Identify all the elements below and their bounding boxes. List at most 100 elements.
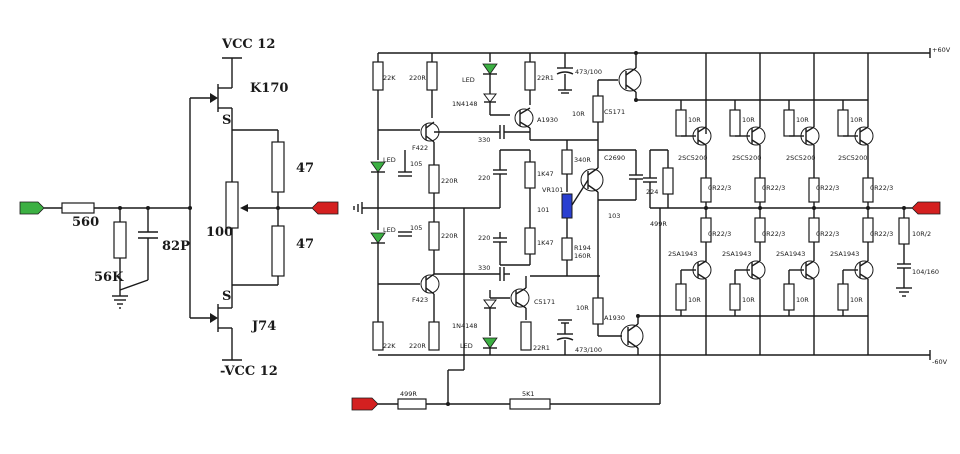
label-22r1-top: 22R1 <box>537 74 554 82</box>
label-base-npn-3: 10R <box>796 116 809 124</box>
label-a1930-top: A1930 <box>537 116 558 124</box>
label-f423: F423 <box>412 296 428 304</box>
label-s-bottom: S <box>222 289 231 304</box>
resistor-1k47-bottom <box>524 227 536 255</box>
label-499r-in: 499R <box>400 390 417 398</box>
label-vcc-bottom: -VCC 12 <box>220 364 278 379</box>
transistor-c5171-bottom <box>510 287 530 309</box>
label-zobel-c: 104/160 <box>912 268 939 276</box>
label-pnp-2: 2SA1943 <box>722 250 751 258</box>
label-499r-mid: 499R <box>650 220 667 228</box>
label-emit-bot-1: 0R22/3 <box>708 230 731 238</box>
transistor-c5171-top <box>618 67 642 93</box>
label-1k47-bottom: 1K47 <box>537 239 554 247</box>
label-vr101: VR101 <box>542 186 563 194</box>
resistor-10r-b <box>592 297 604 325</box>
power-amp-circuit: +60V -60V 22K 220R F422 220R <box>351 46 951 411</box>
label-led-top: LED <box>462 76 475 84</box>
label-10r-b: 10R <box>576 304 589 312</box>
label-emit-top-3: 0R22/3 <box>816 184 839 192</box>
resistor-5k1 <box>509 398 551 410</box>
transistor-a1930-top <box>514 107 534 129</box>
ground-symbol-input <box>353 202 500 214</box>
resistor-base-npn-3 <box>783 109 795 137</box>
led-bottom <box>482 337 498 349</box>
label-r194: R194 <box>574 244 591 252</box>
label-led-bottom: LED <box>460 342 473 350</box>
label-emit-top-4: 0R22/3 <box>870 184 893 192</box>
label-220r-mid2: 220R <box>441 232 458 240</box>
label-j74: J74 <box>251 319 276 334</box>
label-rail-neg: -60V <box>932 358 948 366</box>
resistor-22r1-bottom <box>520 321 532 351</box>
resistor-base-pnp-3 <box>783 283 795 311</box>
input-arrow-left <box>19 201 45 215</box>
label-s-top: S <box>222 113 231 128</box>
label-5k1: 5K1 <box>522 390 535 398</box>
resistor-zobel <box>898 217 910 245</box>
resistor-base-npn-2 <box>729 109 741 137</box>
label-pnp-3: 2SA1943 <box>776 250 805 258</box>
transistor-a1930-bottom <box>620 323 644 349</box>
buffer-circuit: 560 56K 82P V <box>19 37 339 379</box>
transistor-pnp-3 <box>800 260 820 280</box>
label-330-bottom: 330 <box>478 264 490 272</box>
resistor-499r-mid <box>662 167 674 195</box>
label-473-top: 473/100 <box>575 68 602 76</box>
led-mid-top <box>370 161 386 173</box>
resistor-1k47-top <box>524 161 536 189</box>
transistor-npn-2 <box>746 126 766 146</box>
label-1k47-top: 1K47 <box>537 170 554 178</box>
transistor-f423 <box>420 273 440 295</box>
label-npn-1: 2SC5200 <box>678 154 707 162</box>
label-led-mid-bottom: LED <box>383 226 396 234</box>
label-220r-top: 220R <box>409 74 426 82</box>
resistor-22k-top <box>372 61 384 91</box>
transistor-npn-4 <box>854 126 874 146</box>
label-103: 103 <box>608 212 620 220</box>
label-c5171-bottom: C5171 <box>534 298 555 306</box>
input-arrow-right <box>351 397 379 411</box>
resistor-base-pnp-2 <box>729 283 741 311</box>
led-top <box>482 63 498 75</box>
label-22k-bottom: 22K <box>383 342 396 350</box>
resistor-340r <box>561 149 573 175</box>
ground-symbol-left <box>112 290 128 309</box>
label-47-bottom: 47 <box>296 237 314 252</box>
output-arrow-left <box>311 201 339 215</box>
label-npn-2: 2SC5200 <box>732 154 761 162</box>
resistor-base-npn-1 <box>675 109 687 137</box>
label-10r-a: 10R <box>572 110 585 118</box>
resistor-220r-bottom <box>428 321 440 351</box>
resistor-47-top <box>271 141 285 193</box>
label-330-top: 330 <box>478 136 490 144</box>
label-npn-4: 2SC5200 <box>838 154 867 162</box>
label-base-pnp-4: 10R <box>850 296 863 304</box>
led-mid-bottom <box>370 232 386 244</box>
label-560: 560 <box>72 215 99 230</box>
transistor-npn-3 <box>800 126 820 146</box>
resistor-22k-bottom <box>372 321 384 351</box>
label-105-top: 105 <box>410 160 422 168</box>
label-emit-bot-3: 0R22/3 <box>816 230 839 238</box>
output-stage: 10R 2SC5200 0R22/3 0R22/3 2SA1943 <box>668 53 912 355</box>
label-101: 101 <box>537 206 549 214</box>
label-22r1-bottom: 22R1 <box>533 344 550 352</box>
resistor-47-bottom <box>271 225 285 277</box>
label-npn-3: 2SC5200 <box>786 154 815 162</box>
resistor-56k <box>113 221 127 259</box>
label-base-pnp-3: 10R <box>796 296 809 304</box>
label-340r: 340R <box>574 156 591 164</box>
label-emit-bot-2: 0R22/3 <box>762 230 785 238</box>
label-22k-top: 22K <box>383 74 396 82</box>
label-k170: K170 <box>250 81 288 96</box>
label-82p: 82P <box>162 239 190 254</box>
label-a1930-bottom: A1930 <box>604 314 625 322</box>
label-pnp-4: 2SA1943 <box>830 250 859 258</box>
resistor-220r-mid2 <box>428 221 440 251</box>
label-pnp-1: 2SA1943 <box>668 250 697 258</box>
label-1n4148-bottom: 1N4148 <box>452 322 478 330</box>
label-emit-top-2: 0R22/3 <box>762 184 785 192</box>
